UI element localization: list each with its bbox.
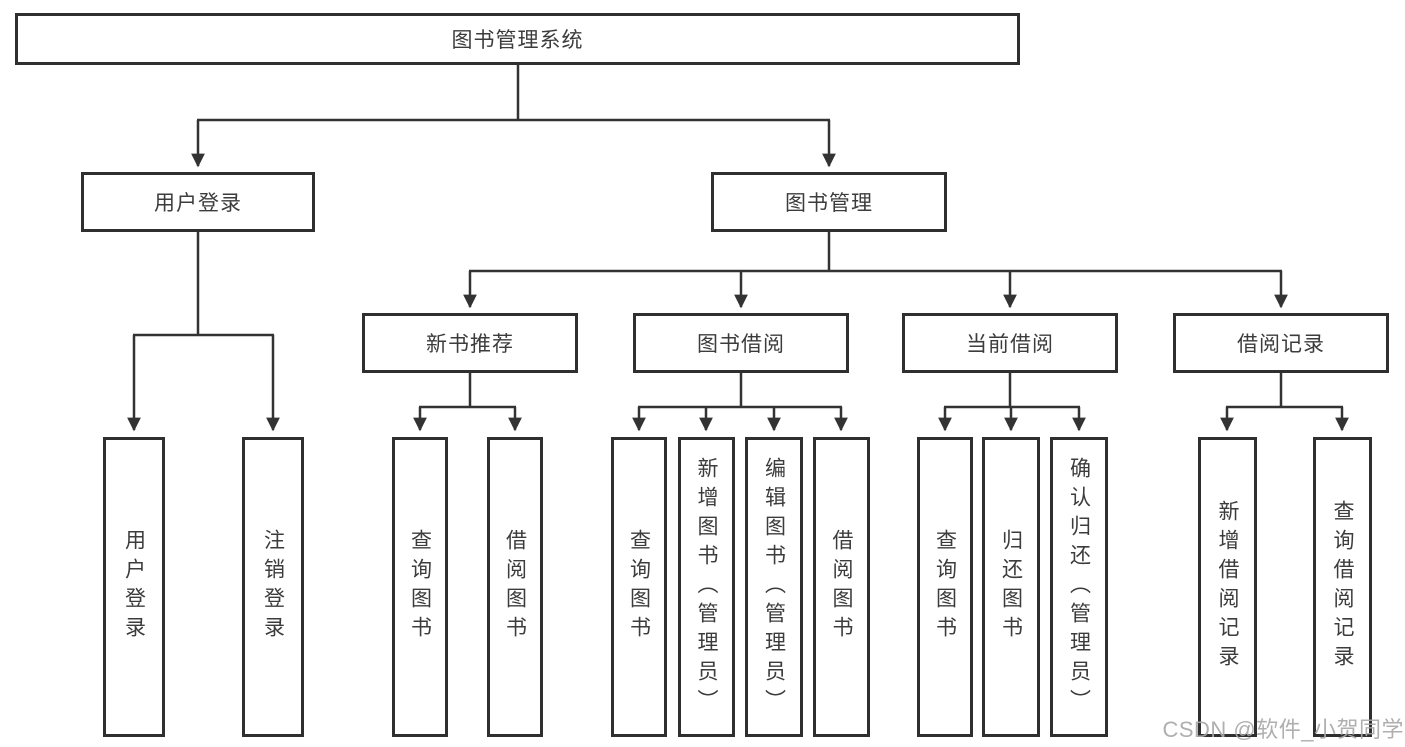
node-borrow-records: 借阅记录 bbox=[1173, 313, 1389, 373]
leaf-label: 查询借阅记录 bbox=[1331, 500, 1354, 674]
leaf-edit-books-admin: 编辑图书（管理员） bbox=[745, 437, 803, 737]
leaf-label: 新增借阅记录 bbox=[1216, 500, 1239, 674]
node-current-borrow: 当前借阅 bbox=[902, 313, 1118, 373]
leaf-label: 归还图书 bbox=[999, 529, 1023, 645]
leaf-label: 编辑图书（管理员） bbox=[762, 456, 786, 718]
node-borrow-records-label: 借阅记录 bbox=[1237, 333, 1325, 356]
leaf-return-books: 归还图书 bbox=[982, 437, 1040, 737]
leaf-confirm-return-admin: 确认归还（管理员） bbox=[1050, 437, 1108, 737]
leaf-label: 查询图书 bbox=[408, 529, 432, 645]
leaf-query-borrow-record: 查询借阅记录 bbox=[1313, 437, 1372, 737]
node-root: 图书管理系统 bbox=[15, 13, 1020, 65]
leaf-add-borrow-record: 新增借阅记录 bbox=[1198, 437, 1257, 737]
leaf-recommend-query-books: 查询图书 bbox=[392, 437, 448, 737]
leaf-label: 新增图书（管理员） bbox=[695, 456, 718, 718]
node-current-borrow-label: 当前借阅 bbox=[966, 333, 1054, 356]
leaf-label: 查询图书 bbox=[933, 529, 957, 645]
leaf-label: 确认归还（管理员） bbox=[1067, 456, 1091, 718]
leaf-user-login: 用户登录 bbox=[103, 437, 165, 737]
leaf-recommend-borrow-books: 借阅图书 bbox=[487, 437, 543, 737]
node-book-management: 图书管理 bbox=[711, 172, 947, 232]
leaf-label: 借阅图书 bbox=[830, 529, 853, 645]
node-book-borrow-label: 图书借阅 bbox=[697, 333, 785, 356]
leaf-logout-label: 注销登录 bbox=[261, 529, 285, 645]
node-new-book-recommend: 新书推荐 bbox=[362, 313, 578, 373]
leaf-label: 借阅图书 bbox=[503, 529, 527, 645]
leaf-add-books-admin: 新增图书（管理员） bbox=[678, 437, 735, 737]
leaf-borrow-query-books: 查询图书 bbox=[611, 437, 667, 737]
leaf-logout: 注销登录 bbox=[242, 437, 304, 737]
leaf-user-login-label: 用户登录 bbox=[122, 529, 146, 645]
leaf-label: 查询图书 bbox=[627, 529, 651, 645]
node-root-label: 图书管理系统 bbox=[451, 29, 584, 52]
node-book-borrow: 图书借阅 bbox=[633, 313, 849, 373]
node-new-book-recommend-label: 新书推荐 bbox=[426, 333, 514, 356]
leaf-current-query-books: 查询图书 bbox=[917, 437, 973, 737]
node-user-login-label: 用户登录 bbox=[154, 192, 242, 215]
node-user-login: 用户登录 bbox=[81, 172, 315, 232]
node-book-management-label: 图书管理 bbox=[785, 192, 873, 215]
leaf-borrow-books: 借阅图书 bbox=[813, 437, 870, 737]
